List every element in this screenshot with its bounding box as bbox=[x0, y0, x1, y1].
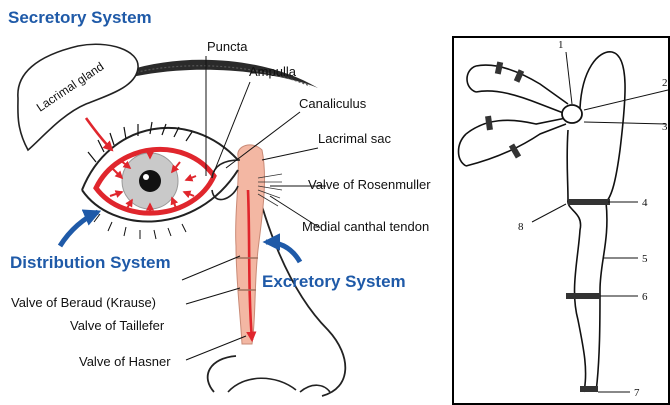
label-lacrimal-sac: Lacrimal sac bbox=[318, 131, 391, 146]
label-valve-of-taillefer: Valve of Taillefer bbox=[70, 318, 165, 333]
number-8: 8 bbox=[518, 221, 524, 233]
label-medial-canthal-tendon: Medial canthal tendon bbox=[302, 219, 429, 234]
number-4: 4 bbox=[642, 197, 648, 209]
label-valve-of-hasner: Valve of Hasner bbox=[79, 354, 171, 369]
lacrimal-gland bbox=[18, 44, 138, 150]
number-6: 6 bbox=[642, 291, 648, 303]
number-7: 7 bbox=[634, 387, 640, 399]
label-ampulla: Ampulla bbox=[249, 64, 297, 79]
pupil bbox=[139, 170, 161, 192]
title-distribution-system: Distribution System bbox=[10, 253, 171, 272]
common-canaliculus bbox=[562, 105, 582, 123]
title-excretory-system: Excretory System bbox=[262, 272, 406, 291]
number-5: 5 bbox=[642, 253, 648, 265]
label-puncta: Puncta bbox=[207, 39, 248, 54]
distribution-arrow bbox=[60, 212, 98, 246]
right-panel-line-drawing: 1 2 3 4 5 6 7 8 bbox=[453, 37, 669, 404]
label-valve-of-beraud: Valve of Beraud (Krause) bbox=[11, 295, 156, 310]
nostril bbox=[228, 378, 296, 392]
label-canaliculus: Canaliculus bbox=[299, 96, 367, 111]
number-2: 2 bbox=[662, 77, 668, 89]
left-panel-lacrimal-anatomy: Secretory System Distribution System Exc… bbox=[8, 8, 431, 396]
secretory-flow-arrow bbox=[86, 118, 112, 150]
right-panel-frame bbox=[453, 37, 669, 404]
excretory-arrow bbox=[266, 242, 300, 262]
number-1: 1 bbox=[558, 39, 564, 51]
number-3: 3 bbox=[662, 121, 668, 133]
label-valve-of-rosenmuller: Valve of Rosenmuller bbox=[308, 177, 431, 192]
title-secretory-system: Secretory System bbox=[8, 8, 152, 27]
